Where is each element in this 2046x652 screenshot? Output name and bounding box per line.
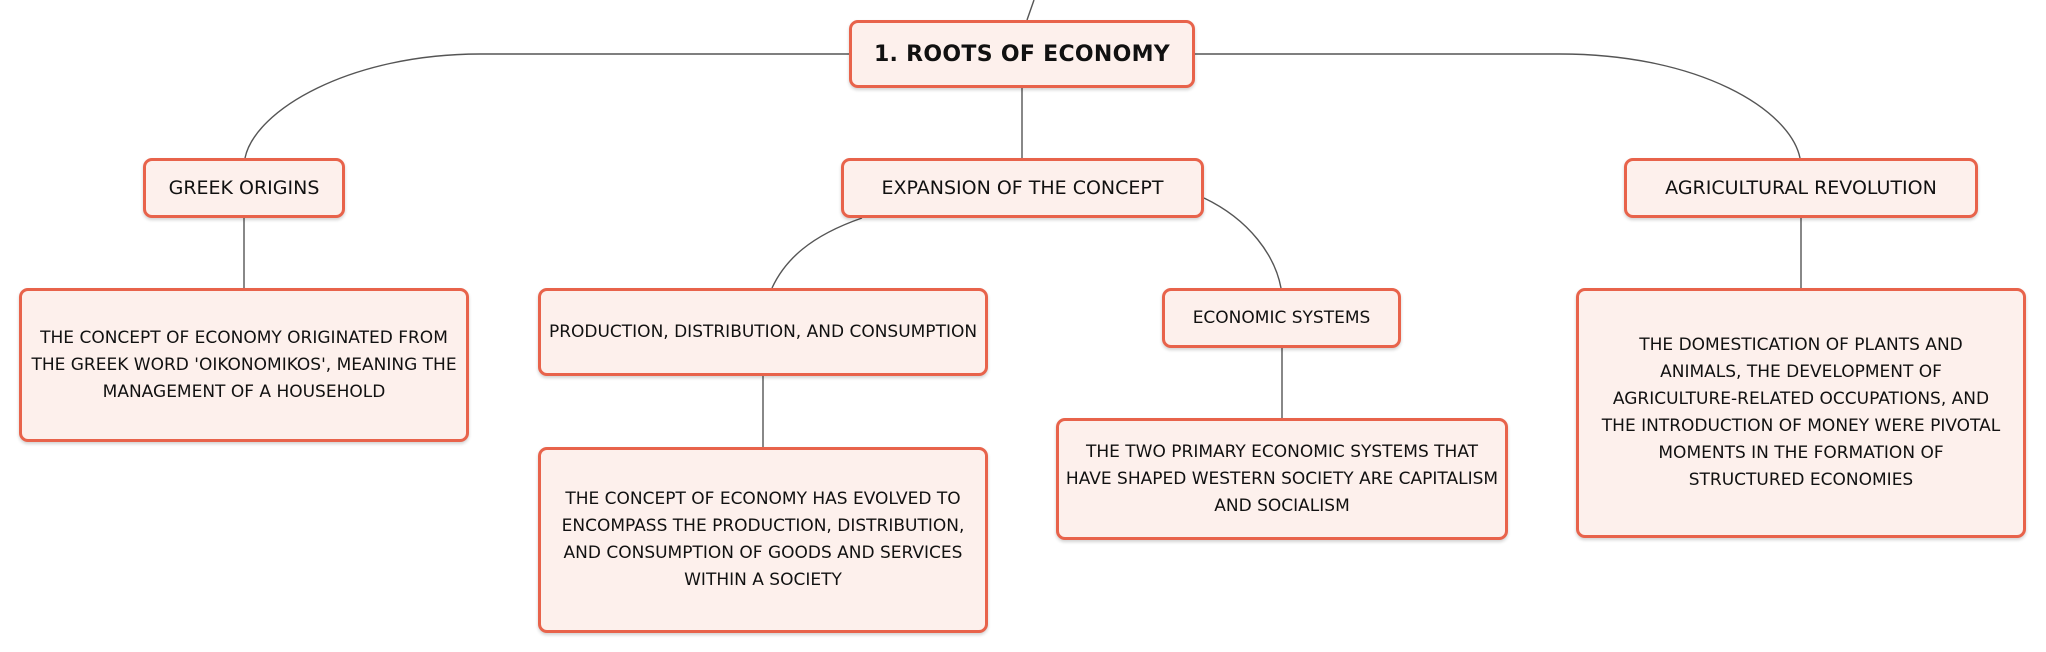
- topic-agricultural-revolution[interactable]: AGRICULTURAL REVOLUTION: [1624, 158, 1978, 218]
- detail-production-distribution-consumption[interactable]: THE CONCEPT OF ECONOMY HAS EVOLVED TO EN…: [538, 447, 988, 633]
- link-expansion-to-production: [771, 217, 863, 289]
- detail-text: THE DOMESTICATION OF PLANTS AND ANIMALS,…: [1601, 335, 2001, 490]
- detail-text: THE TWO PRIMARY ECONOMIC SYSTEMS THAT HA…: [1065, 441, 1499, 516]
- topic-expansion-of-the-concept[interactable]: EXPANSION OF THE CONCEPT: [841, 158, 1204, 218]
- topic-production-distribution-consumption[interactable]: PRODUCTION, DISTRIBUTION, AND CONSUMPTIO…: [538, 288, 988, 376]
- topic-economic-systems[interactable]: ECONOMIC SYSTEMS: [1162, 288, 1401, 348]
- topic-label: GREEK ORIGINS: [168, 176, 320, 199]
- topic-label: PRODUCTION, DISTRIBUTION, AND CONSUMPTIO…: [548, 321, 978, 342]
- link-root-to-greek: [244, 53, 852, 159]
- topic-label: ECONOMIC SYSTEMS: [1192, 307, 1371, 328]
- link-expansion-to-systems: [1203, 197, 1282, 289]
- detail-agricultural-revolution[interactable]: THE DOMESTICATION OF PLANTS AND ANIMALS,…: [1576, 288, 2026, 538]
- detail-economic-systems[interactable]: THE TWO PRIMARY ECONOMIC SYSTEMS THAT HA…: [1056, 418, 1508, 540]
- topic-label: EXPANSION OF THE CONCEPT: [881, 176, 1164, 199]
- detail-text: THE CONCEPT OF ECONOMY ORIGINATED FROM T…: [31, 327, 457, 402]
- root-node[interactable]: 1. ROOTS OF ECONOMY: [849, 20, 1195, 88]
- topic-greek-origins[interactable]: GREEK ORIGINS: [143, 158, 345, 218]
- link-root-to-agri: [1194, 53, 1801, 159]
- detail-text: THE CONCEPT OF ECONOMY HAS EVOLVED TO EN…: [561, 489, 965, 590]
- topic-label: AGRICULTURAL REVOLUTION: [1665, 176, 1937, 199]
- root-label: 1. ROOTS OF ECONOMY: [873, 41, 1171, 67]
- link-parent-to-root: [1026, 0, 1035, 21]
- detail-greek-origins[interactable]: THE CONCEPT OF ECONOMY ORIGINATED FROM T…: [19, 288, 469, 442]
